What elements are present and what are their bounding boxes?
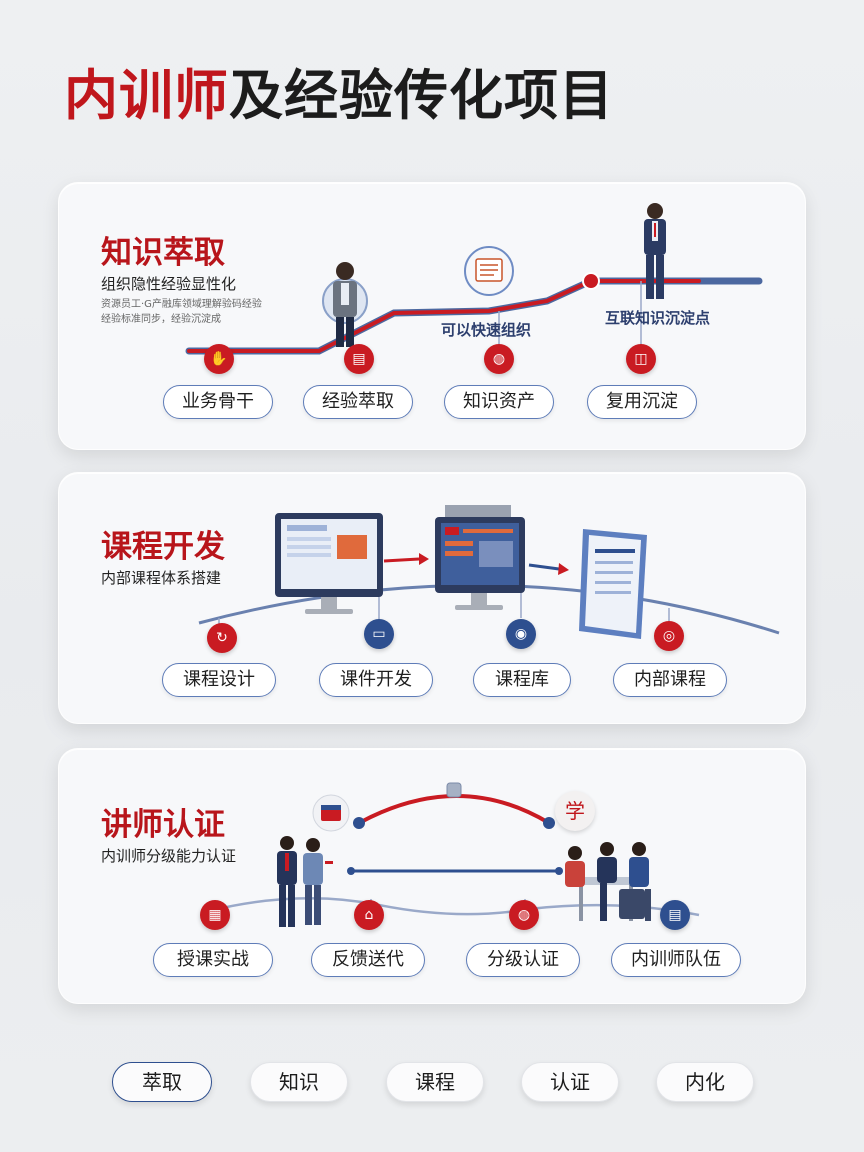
handshake-icon: ✋ — [204, 344, 234, 374]
nav-tab-course[interactable]: 课程 — [386, 1062, 484, 1102]
robot-icon: ◉ — [506, 619, 536, 649]
course-monitor-figure — [275, 513, 383, 614]
expert-person-figure — [322, 262, 368, 347]
section-subtitle: 内训师分级能力认证 — [101, 847, 237, 865]
meeting-group-figure — [565, 842, 651, 921]
node-label-tiered-certification[interactable]: 分级认证 — [466, 943, 580, 977]
nav-tab-extraction[interactable]: 萃取 — [112, 1062, 212, 1102]
section-trainer-certification: 讲师认证 内训师分级能力认证 学 ▦ ⌂ ◍ ▤ 授课实战 反馈送代 分级认证 … — [58, 748, 806, 1004]
node-label-course-library[interactable]: 课程库 — [473, 663, 571, 697]
node-label-trainer-team[interactable]: 内训师队伍 — [611, 943, 741, 977]
node-label-business-expert[interactable]: 业务骨干 — [163, 385, 273, 419]
nav-tab-certification[interactable]: 认证 — [521, 1062, 619, 1102]
book-icon: ▤ — [660, 900, 690, 930]
node-label-courseware-development[interactable]: 课件开发 — [319, 663, 433, 697]
section-title: 讲师认证 — [101, 807, 225, 843]
node-label-internal-course[interactable]: 内部课程 — [613, 663, 727, 697]
standing-manager-figure — [644, 203, 666, 299]
section-title: 知识萃取 — [101, 235, 225, 271]
section-subtitle: 组织隐性经验显性化 — [101, 275, 237, 293]
path-milestone-dot — [582, 272, 600, 290]
section-subtitle: 内部课程体系搭建 — [101, 569, 222, 587]
knowledge-path-illustration — [185, 203, 763, 373]
node-label-teaching-practice[interactable]: 授课实战 — [153, 943, 273, 977]
page-title-highlight: 内训师 — [64, 64, 229, 127]
certification-flow-illustration — [208, 782, 700, 929]
section-title: 课程开发 — [101, 529, 225, 565]
course-document-figure — [579, 529, 647, 639]
section-note-line: 资源员工·G产融库领域理解验码经验 — [101, 299, 262, 310]
section-note-line: 经验标准同步，经验沉淀成 — [101, 314, 221, 325]
learn-badge: 学 — [555, 791, 595, 831]
float-label: 可以快速组织 — [441, 321, 532, 339]
node-label-experience-extraction[interactable]: 经验萃取 — [303, 385, 413, 419]
presenters-figure — [277, 836, 333, 927]
page-title: 内训师及经验传化项目 — [64, 60, 614, 132]
calendar-figure — [312, 794, 350, 832]
course-flow-illustration — [198, 505, 780, 639]
nav-tab-internalization[interactable]: 内化 — [656, 1062, 754, 1102]
refresh-icon: ↻ — [207, 623, 237, 653]
nav-tab-knowledge[interactable]: 知识 — [250, 1062, 348, 1102]
section-knowledge-extraction: 知识萃取 组织隐性经验显性化 资源员工·G产融库领域理解验码经验 经验标准同步，… — [58, 182, 806, 450]
home-icon: ⌂ — [354, 900, 384, 930]
node-label-reuse-accumulation[interactable]: 复用沉淀 — [587, 385, 697, 419]
chat-icon: ◍ — [484, 344, 514, 374]
float-label: 互联知识沉淀点 — [605, 309, 711, 327]
node-label-course-design[interactable]: 课程设计 — [162, 663, 276, 697]
page-title-rest: 及经验传化项目 — [229, 64, 614, 127]
courseware-monitor-figure — [435, 505, 525, 610]
knowledge-document-figure — [464, 246, 514, 296]
document-icon: ▤ — [344, 344, 374, 374]
clipboard-icon: ▦ — [200, 900, 230, 930]
section-course-development: 课程开发 内部课程体系搭建 ↻ ▭ ◉ ◎ 课程设计 课件开发 课程库 内部课程 — [58, 472, 806, 724]
node-label-knowledge-assets[interactable]: 知识资产 — [444, 385, 554, 419]
monitor-icon: ▭ — [364, 619, 394, 649]
badge-icon: ◍ — [509, 900, 539, 930]
lightbulb-icon: ◎ — [654, 621, 684, 651]
gift-icon: ◫ — [626, 344, 656, 374]
node-label-feedback-iteration[interactable]: 反馈送代 — [311, 943, 425, 977]
